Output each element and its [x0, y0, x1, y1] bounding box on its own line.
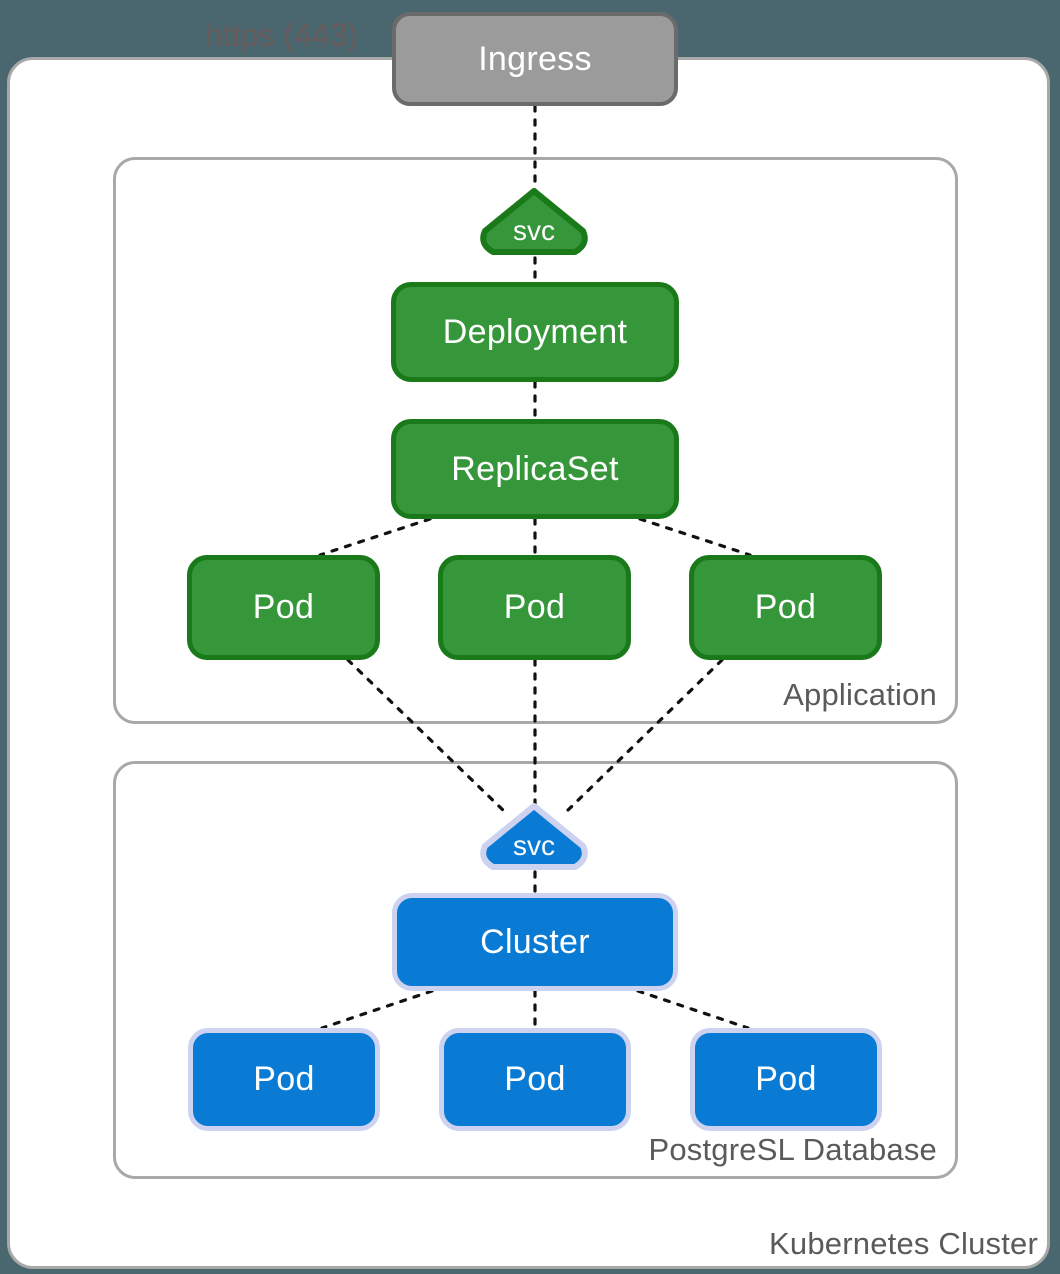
database-group-label: PostgreSL Database	[648, 1132, 937, 1167]
node-db-pod-1[interactable]: Pod	[188, 1028, 380, 1131]
service-shape-icon	[480, 803, 588, 870]
service-shape-icon	[480, 188, 588, 255]
node-app-pod-1-label: Pod	[252, 588, 315, 626]
node-ingress[interactable]: Ingress	[392, 12, 678, 106]
node-db-cluster-label: Cluster	[480, 922, 590, 961]
node-db-pod-3[interactable]: Pod	[690, 1028, 882, 1131]
application-group-label: Application	[783, 677, 937, 712]
node-db-pod-3-label: Pod	[755, 1060, 817, 1098]
node-db-service-label: svc	[513, 830, 555, 861]
node-db-pod-2-label: Pod	[504, 1060, 566, 1098]
node-app-pod-3-label: Pod	[754, 588, 817, 626]
node-deployment-label: Deployment	[442, 312, 628, 351]
node-app-pod-3[interactable]: Pod	[689, 555, 882, 660]
node-app-service[interactable]: svc	[479, 188, 589, 260]
node-app-pod-2[interactable]: Pod	[438, 555, 631, 660]
edge-label-https: https (443)	[205, 17, 358, 53]
node-app-pod-2-label: Pod	[503, 588, 566, 626]
node-replicaset-label: ReplicaSet	[451, 449, 619, 488]
node-db-cluster[interactable]: Cluster	[392, 893, 678, 991]
node-ingress-label: Ingress	[478, 39, 592, 78]
node-app-pod-1[interactable]: Pod	[187, 555, 380, 660]
node-db-pod-1-label: Pod	[253, 1060, 315, 1098]
node-app-service-label: svc	[513, 215, 555, 246]
kubernetes-cluster-label: Kubernetes Cluster	[769, 1226, 1038, 1261]
node-replicaset[interactable]: ReplicaSet	[391, 419, 679, 519]
node-deployment[interactable]: Deployment	[391, 282, 679, 382]
node-db-pod-2[interactable]: Pod	[439, 1028, 631, 1131]
node-db-service[interactable]: svc	[479, 803, 589, 875]
